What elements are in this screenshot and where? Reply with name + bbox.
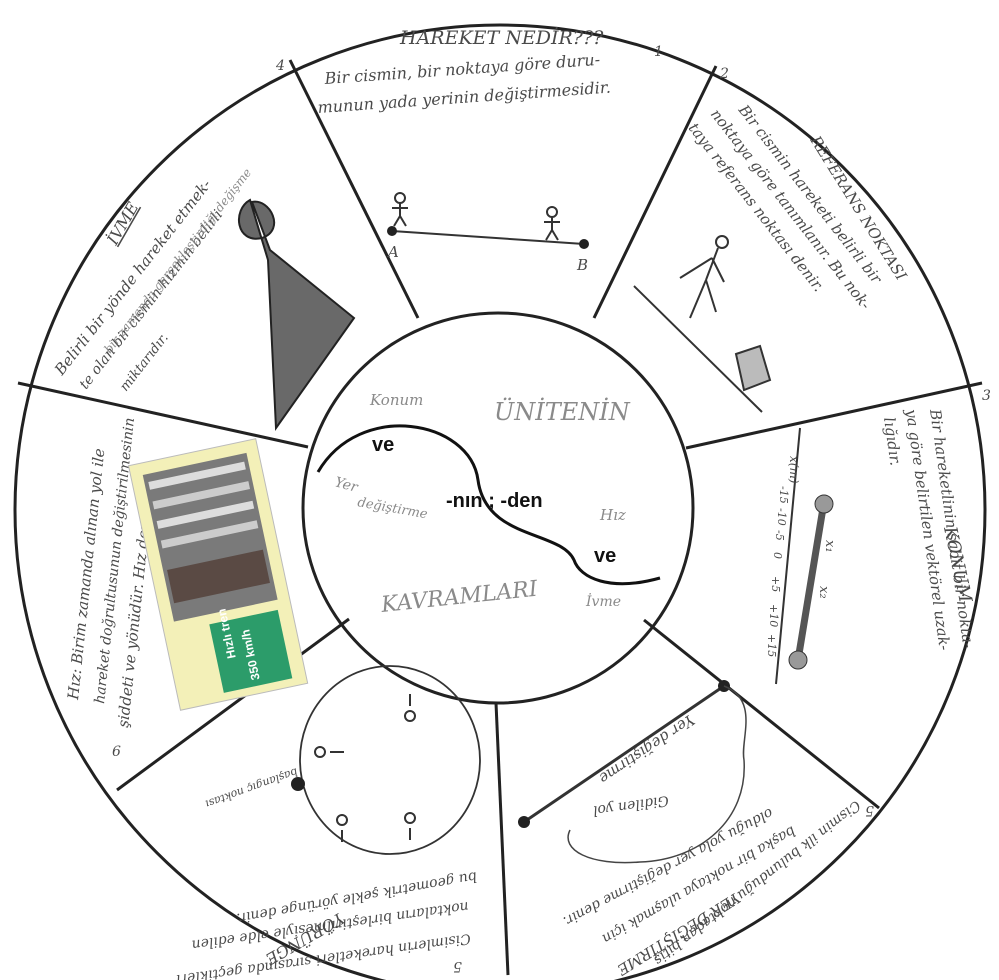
sector-1-number: 1: [654, 44, 663, 60]
center-hiz: Hız: [599, 506, 626, 524]
tick-5: +5: [769, 576, 782, 592]
sector-5a-number: 5: [865, 802, 874, 818]
page-title: HAREKET NEDİR???: [399, 26, 604, 49]
center-ve-1: ve: [372, 434, 394, 456]
x1-label: x₁: [822, 540, 837, 553]
sector-4-number: 4: [275, 58, 285, 74]
point-a-label: A: [386, 243, 399, 261]
center-konum: Konum: [369, 391, 423, 409]
sector-3-number: 3: [982, 388, 991, 404]
tick-4: 0: [771, 552, 784, 559]
tick-7: +15: [765, 634, 778, 657]
tick-6: +10: [767, 604, 780, 627]
sector-5b-number: 5: [453, 958, 462, 974]
center-nin-den: -nın ; -den: [446, 490, 543, 512]
center-ve-2: ve: [594, 545, 616, 567]
tick-1: -15: [777, 486, 790, 504]
sector-6-number: 6: [112, 744, 121, 760]
tick-2: -10: [775, 508, 788, 526]
point-b-dot: [579, 239, 589, 249]
point-b-label: B: [576, 256, 588, 274]
sector-2-number: 2: [719, 66, 729, 82]
x2-label: x₂: [816, 586, 831, 599]
center-ivme: İvme: [585, 592, 621, 610]
tick-3: -5: [773, 530, 786, 541]
axis-label: x(m): [787, 456, 801, 484]
point-a-dot: [387, 226, 397, 236]
center-unitenin: ÜNİTENİN: [494, 397, 631, 426]
